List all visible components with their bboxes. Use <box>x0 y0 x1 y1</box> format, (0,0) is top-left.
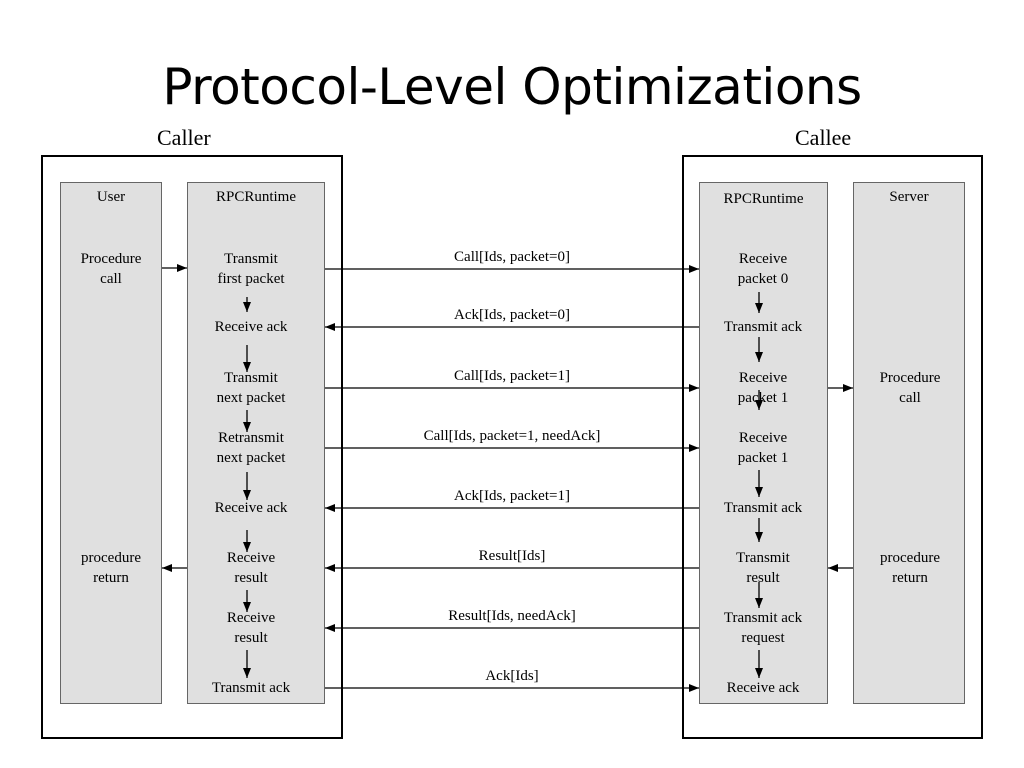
caller-runtime-column <box>187 182 325 704</box>
caller-runtime-step: Receive ack <box>214 500 288 516</box>
callee-runtime-step: Transmit ack <box>723 319 803 335</box>
message-label: Ack[Ids] <box>485 668 539 684</box>
caller-box <box>41 155 343 739</box>
slide-title: Protocol-Level Optimizations <box>162 58 862 116</box>
message-label: Result[Ids] <box>478 548 546 564</box>
message-arrows <box>325 265 699 692</box>
callee-runtime-step: Receive ack <box>726 680 800 696</box>
caller-runtime-step: Transmit ack <box>211 680 291 696</box>
flow-arrows <box>162 264 853 678</box>
callee-label: Callee <box>795 125 852 150</box>
caller-runtime-column-header: RPCRuntime <box>215 189 297 205</box>
caller-user-column <box>60 182 162 704</box>
callee-runtime-column-header: RPCRuntime <box>723 191 804 207</box>
callee-box <box>682 155 983 739</box>
callee-server-column <box>853 182 965 704</box>
message-label: Ack[Ids, packet=0] <box>454 307 570 323</box>
message-label: Ack[Ids, packet=1] <box>454 488 570 504</box>
message-label: Result[Ids, needAck] <box>448 608 576 624</box>
callee-runtime-column <box>699 182 828 704</box>
caller-runtime-step: Receive ack <box>214 319 288 335</box>
caller-label: Caller <box>157 125 211 150</box>
callee-runtime-step: Transmit ack <box>723 500 803 516</box>
message-label: Call[Ids, packet=1] <box>454 368 570 384</box>
user-column-header: User <box>96 189 126 205</box>
server-column-header: Server <box>889 189 929 205</box>
message-label: Call[Ids, packet=1, needAck] <box>423 428 601 444</box>
message-label: Call[Ids, packet=0] <box>454 249 570 265</box>
